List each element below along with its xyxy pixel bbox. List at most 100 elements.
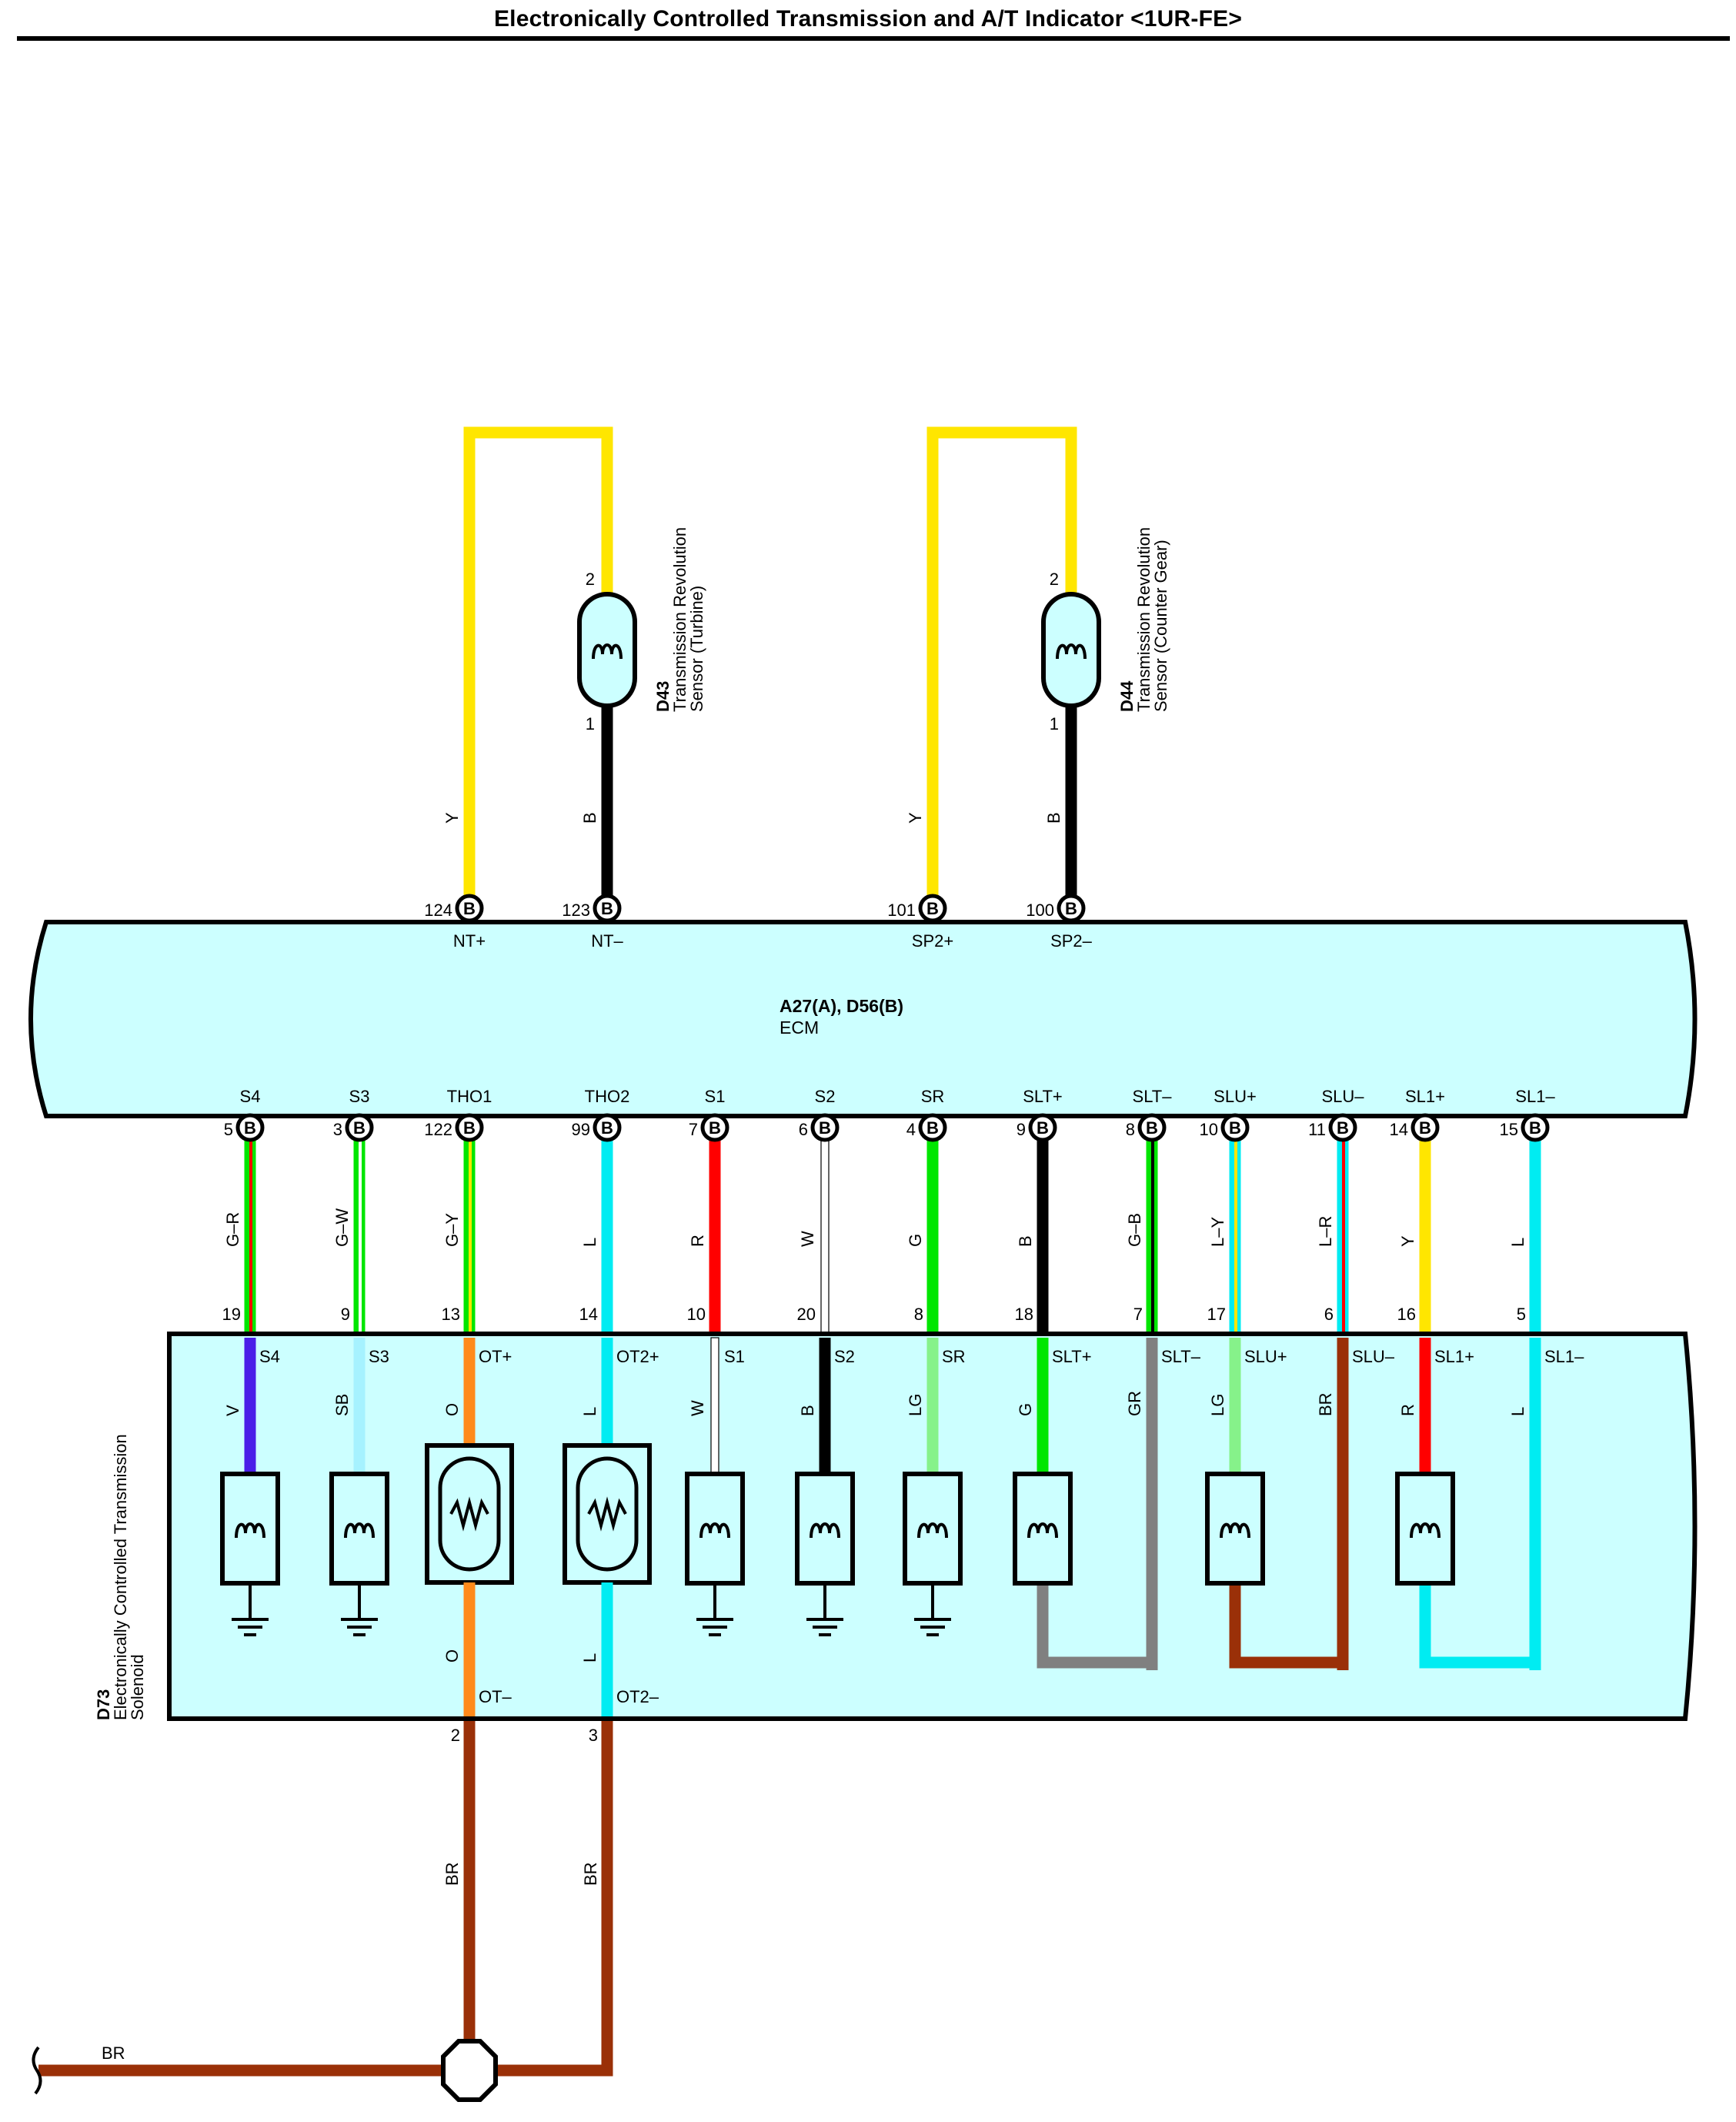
solenoid-inner-wire-code-7: LG (906, 1394, 925, 1416)
diagram-title: Electronically Controlled Transmission a… (493, 6, 1243, 32)
solenoid-inner-wire-code-5: W (688, 1400, 707, 1416)
harness-wire-3-code: G–Y (442, 1213, 462, 1247)
ecm-bottom-pin-15-signal: SL1– (1515, 1087, 1555, 1106)
sensor-1-coil-symbol (592, 643, 623, 660)
ot2-minus-ground-wire-code: BR (581, 1862, 600, 1886)
solenoid-coil-2-symbol-coil (344, 1522, 375, 1539)
harness-wire-7-code: G (906, 1234, 925, 1247)
ecm-bottom-pin-122-signal: THO1 (447, 1087, 492, 1106)
ecm-bottom-pin-4-signal: SR (921, 1087, 945, 1106)
sensor-2-name-line2: Sensor (Counter Gear) (1151, 540, 1170, 712)
harness-wire-11-code: L–R (1316, 1216, 1335, 1247)
harness-wire-8-code: B (1016, 1235, 1035, 1247)
solenoid-terminal-6: S2 (834, 1347, 855, 1366)
solenoid-terminal-5: S1 (724, 1347, 745, 1366)
solenoid-terminal-8: SLT+ (1052, 1347, 1092, 1366)
solenoid-lower-pin-2: 2 (451, 1726, 460, 1745)
sensor-1-pin-top: 2 (586, 570, 595, 589)
ecm-top-pin-124-number: 124 (424, 901, 452, 920)
ecm-top-pin-123-connector-letter: B (601, 899, 613, 918)
solenoid-pin-13-number: 13 (442, 1305, 460, 1324)
ecm-top-pin-101-number: 101 (887, 901, 916, 920)
solenoid-inner-wire-code-2: SB (332, 1394, 352, 1416)
ecm-bottom-pin-7-number: 7 (689, 1120, 698, 1139)
solenoid-coil-10-body-top (1205, 1472, 1265, 1586)
solenoid-coil-6-symbol (810, 1522, 840, 1539)
thermistor-1-resistor-symbol (449, 1496, 489, 1532)
ecm-bottom-pin-4-connector (918, 1113, 947, 1142)
solenoid-coil-12-symbol-top-coil (1410, 1522, 1441, 1539)
solenoid-pin-20-number: 20 (797, 1305, 816, 1324)
ecm-top-pin-123-number: 123 (562, 901, 590, 920)
harness-wire-4-code: L (580, 1238, 599, 1247)
sensor-1-name-line1: Transmission Revolution (670, 527, 689, 712)
solenoid-pin-17-number: 17 (1207, 1305, 1226, 1324)
solenoid-pin-8-number: 8 (914, 1305, 923, 1324)
ecm-top-pin-101-connector-letter: B (926, 899, 939, 918)
solenoid-terminal-12: SL1+ (1434, 1347, 1474, 1366)
solenoid-coil-6-body (795, 1472, 855, 1586)
solenoid-coil-5-body (685, 1472, 745, 1586)
harness-wire-10-code: L–Y (1208, 1217, 1227, 1247)
solenoid-inner-wire-code-12: R (1398, 1404, 1417, 1416)
solenoid-name-line1: Electronically Controlled Transmission (111, 1434, 130, 1720)
ecm-bottom-pin-6-signal: S2 (815, 1087, 836, 1106)
ecm-bottom-pin-14-connector-letter: B (1419, 1118, 1431, 1138)
ecm-bottom-pin-4-number: 4 (906, 1120, 916, 1139)
solenoid-terminal-13: SL1– (1544, 1347, 1584, 1366)
harness-wire-1-code: G–R (223, 1212, 242, 1247)
sensor-2-coil-symbol-coil (1056, 643, 1087, 660)
solenoid-return-loop-2 (1229, 1338, 1349, 1669)
ground-bus-wire-code: BR (102, 2043, 125, 2063)
thermistor-1-body (438, 1456, 501, 1572)
sensor-1-body (577, 592, 637, 708)
solenoid-coil-2-body (329, 1472, 389, 1586)
solenoid-coil-8-symbol-top-coil (1027, 1522, 1058, 1539)
ecm-bottom-pin-6-connector-letter: B (819, 1118, 831, 1138)
sensor-2-body (1041, 592, 1101, 708)
ecm-bottom-pin-5-connector (235, 1113, 265, 1142)
solenoid-coil-7-symbol-coil (917, 1522, 948, 1539)
ecm-bottom-pin-11-connector (1328, 1113, 1357, 1142)
harness-wire-6 (820, 1138, 830, 1336)
ecm-bottom-pin-99-connector-letter: B (601, 1118, 613, 1138)
ecm-bottom-pin-10-connector (1220, 1113, 1250, 1142)
ecm-bottom-pin-5-signal: S4 (240, 1087, 261, 1106)
sensor-2-signal-wire-code: Y (906, 812, 925, 824)
solenoid-coil-1-body (220, 1472, 280, 1586)
ecm-name: ECM (780, 1018, 819, 1038)
ecm-bottom-pin-122-number: 122 (424, 1120, 452, 1139)
sensor-1-signal-wire-code: Y (442, 812, 462, 824)
ot-minus-ground-wire-code: BR (442, 1862, 462, 1886)
thermistor-2-resistor-symbol (587, 1496, 627, 1532)
solenoid-pin-10-number: 10 (687, 1305, 706, 1324)
solenoid-pin-16-number: 16 (1397, 1305, 1416, 1324)
ecm-top-pin-100-signal: SP2– (1050, 931, 1093, 951)
solenoid-coil-5-symbol (699, 1522, 730, 1539)
solenoid-inner-wire-code-3: O (442, 1403, 462, 1416)
solenoid-inner-wire-code-8: G (1016, 1403, 1035, 1416)
solenoid-coil-12-symbol-top (1410, 1522, 1441, 1539)
thermistor-2-body (576, 1456, 639, 1572)
ecm-top-pin-124-signal: NT+ (453, 931, 486, 951)
ecm-bottom-pin-9-connector (1028, 1113, 1057, 1142)
solenoid-coil-12-body-top (1395, 1472, 1455, 1586)
ecm-bottom-pin-14-signal: SL1+ (1405, 1087, 1445, 1106)
ecm-bottom-pin-5-number: 5 (224, 1120, 233, 1139)
ecm-bottom-pin-99-number: 99 (572, 1120, 590, 1139)
solenoid-terminal-11: SLU– (1352, 1347, 1395, 1366)
ecm-bottom-pin-10-connector-letter: B (1229, 1118, 1241, 1138)
ecm-bottom-pin-10-number: 10 (1200, 1120, 1218, 1139)
ecm-bottom-pin-7-connector (700, 1113, 729, 1142)
harness-wire-6-code: W (798, 1231, 817, 1247)
ecm-top-pin-100-number: 100 (1026, 901, 1054, 920)
solenoid-coil-8-body-top (1013, 1472, 1073, 1586)
sensor-2-pin-top: 2 (1050, 570, 1059, 589)
ecm-top-pin-100-connector-letter: B (1065, 899, 1077, 918)
ecm-bottom-pin-14-connector (1410, 1113, 1440, 1142)
ecm-bottom-pin-6-number: 6 (799, 1120, 808, 1139)
solenoid-inner-wire-code-1: V (223, 1405, 242, 1416)
solenoid-inner-wire-code-6: B (798, 1405, 817, 1416)
sensor-2-code: D44 (1117, 680, 1137, 712)
solenoid-coil-6-symbol-coil (810, 1522, 840, 1539)
